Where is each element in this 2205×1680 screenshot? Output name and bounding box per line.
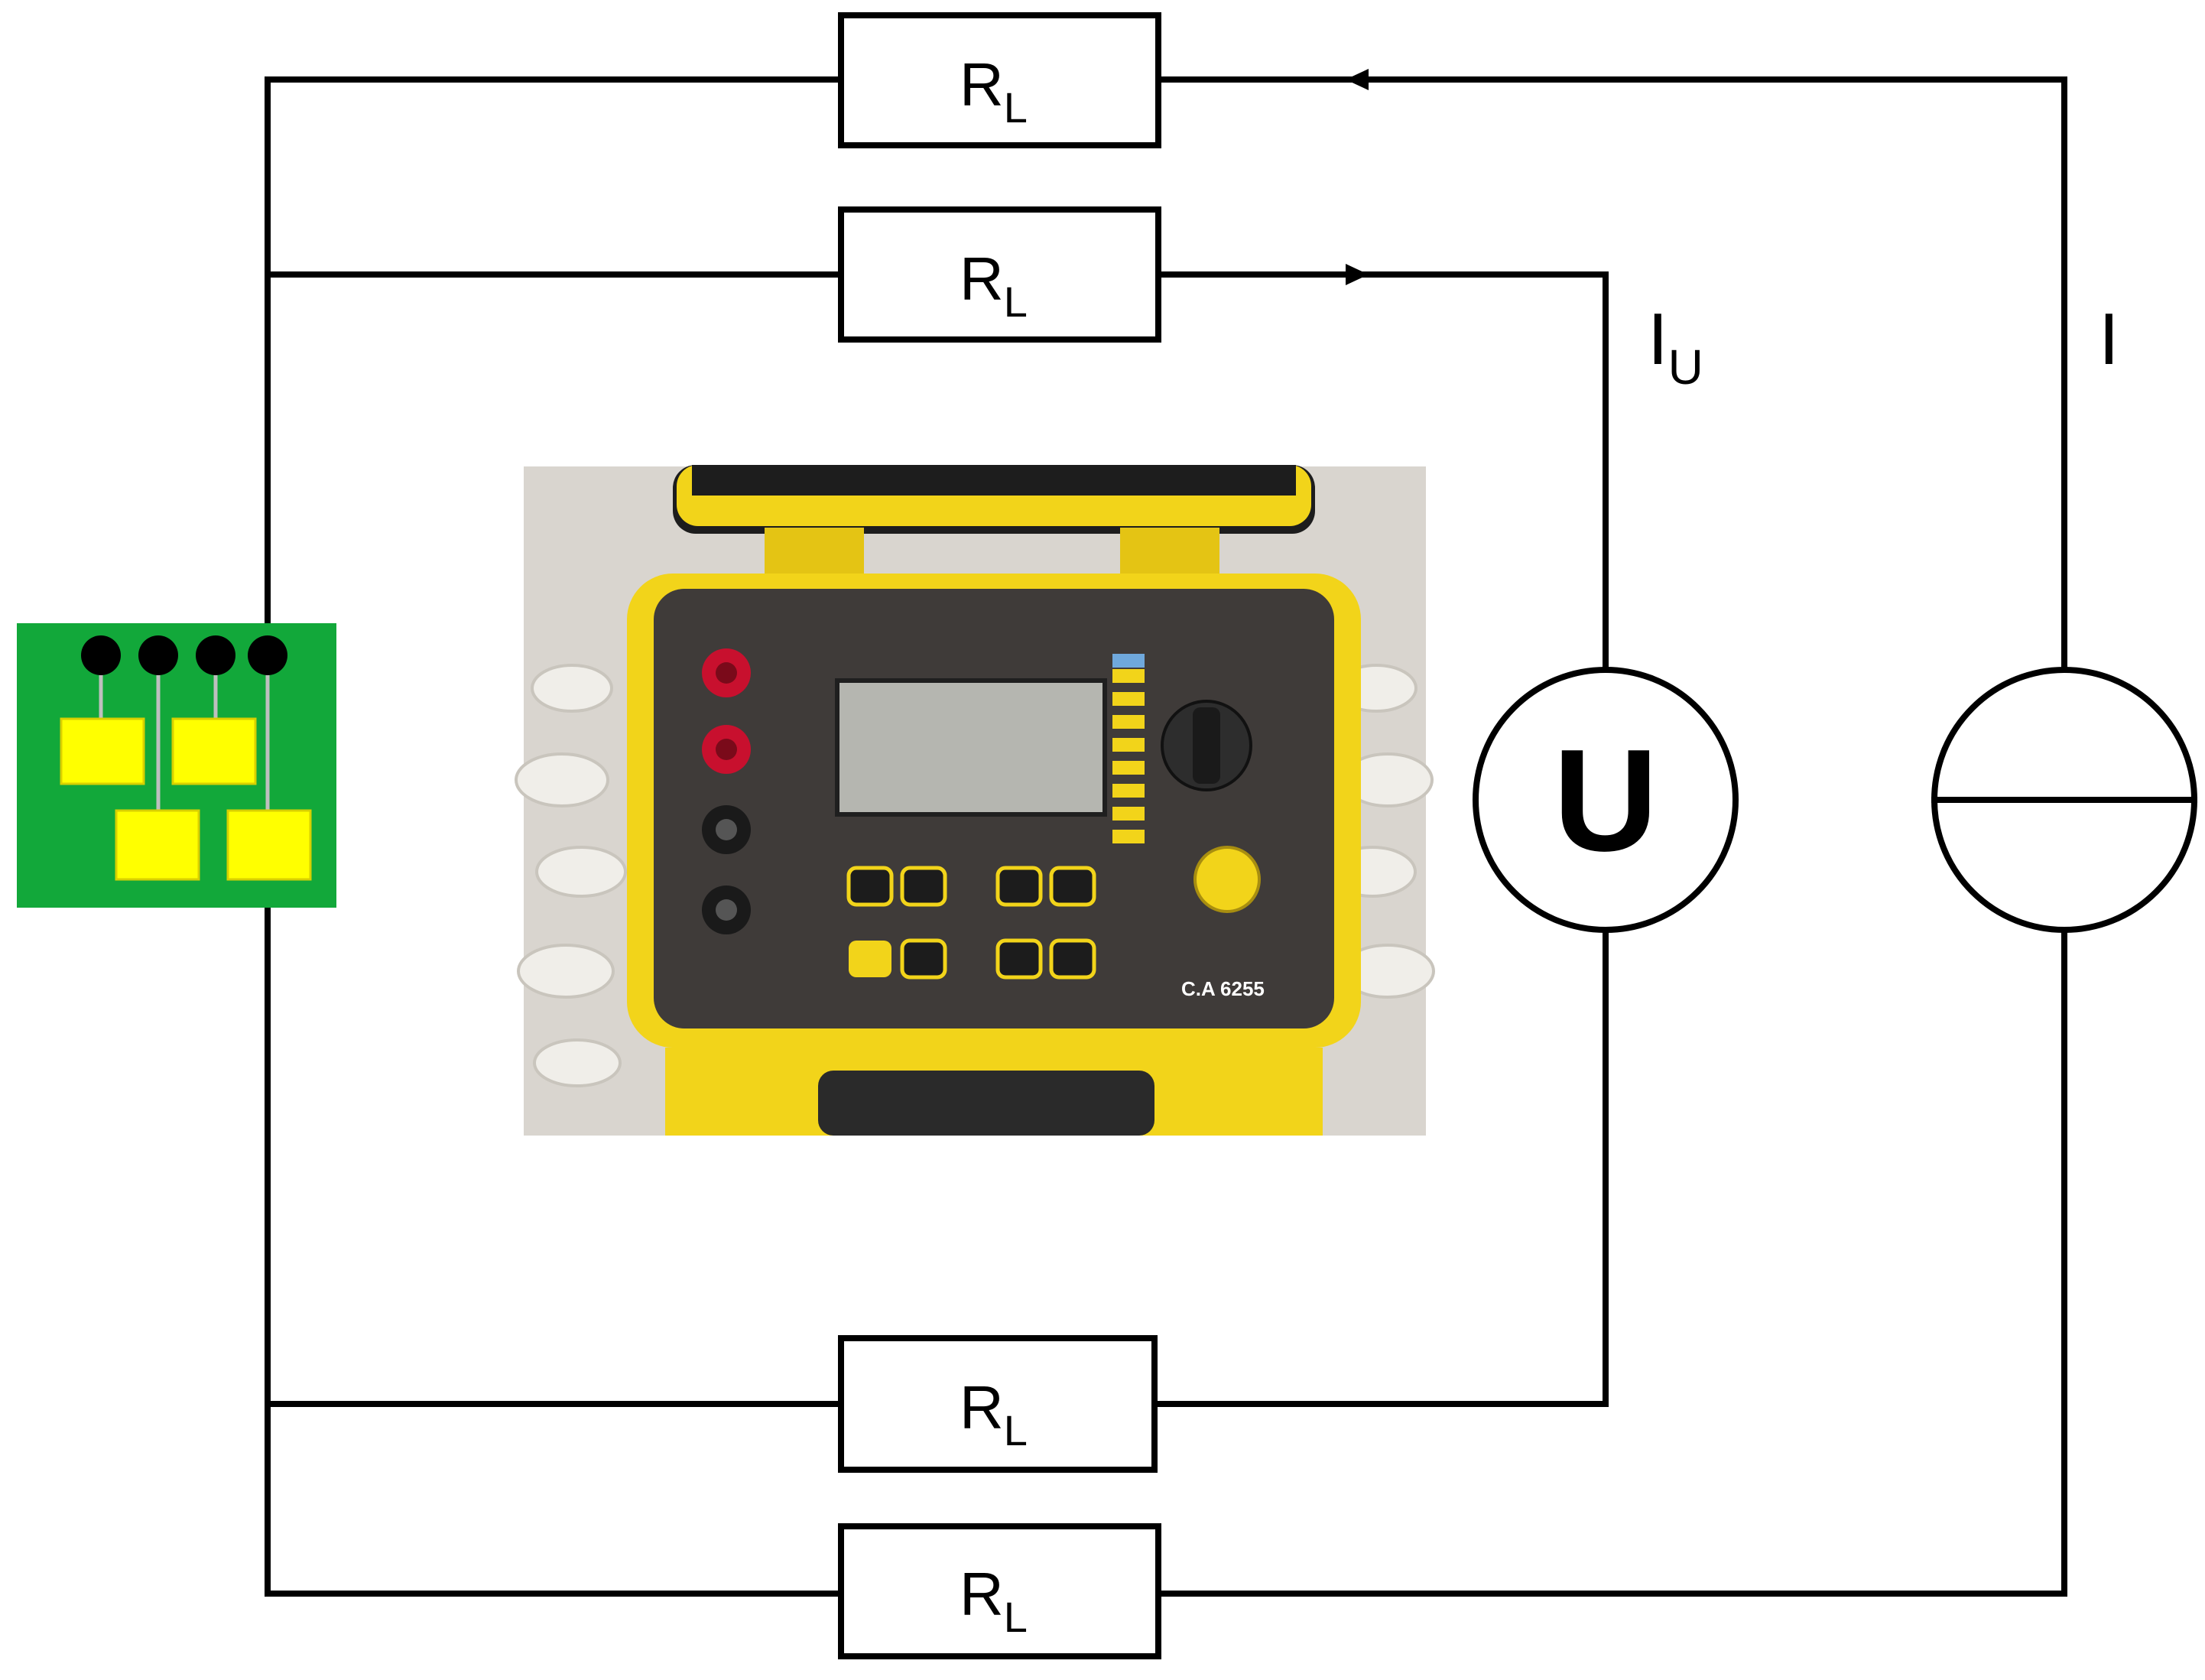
current-label-i: I: [2099, 298, 2119, 380]
svg-text:RL: RL: [960, 50, 1028, 132]
current-arrow-outer: [1346, 69, 1369, 90]
resistor-label: R: [960, 1560, 1004, 1628]
resistor-subscript: L: [1004, 83, 1028, 132]
resistor-subscript: L: [1004, 1406, 1028, 1454]
wire-top-outer: [265, 76, 844, 630]
voltmeter-symbol: U: [1473, 667, 1739, 933]
resistor-top-outer: RL: [838, 12, 1161, 148]
instrument-model-label: C.A 6255: [1181, 977, 1265, 1000]
pcb-pad: [226, 809, 312, 881]
resistor-label: R: [960, 245, 1004, 313]
wire-bottom-inner-right: [1151, 928, 1609, 1407]
pcb-board: [17, 623, 336, 908]
pcb-pad: [60, 717, 145, 785]
current-source-symbol: [1931, 667, 2197, 933]
wire-bottom-outer-right: [1155, 928, 2067, 1597]
terminal-posts: [702, 648, 751, 934]
pcb-contact-dot: [196, 635, 235, 675]
voltmeter-letter: U: [1553, 720, 1658, 882]
resistor-bottom-inner: RL: [838, 1335, 1158, 1473]
current-label-iu: IU: [1648, 298, 1703, 395]
lcd-screen: [835, 678, 1107, 817]
wire-bottom-inner: [265, 861, 844, 1597]
svg-text:RL: RL: [960, 1560, 1028, 1641]
pcb-pad: [115, 809, 200, 881]
current-arrow-inner: [1346, 264, 1369, 285]
keypad: [846, 866, 1096, 980]
start-button-photo: [1193, 846, 1261, 913]
instrument-photo: C.A 6255: [515, 465, 1435, 1136]
svg-text:RL: RL: [960, 245, 1028, 326]
resistor-bottom-outer: RL: [838, 1523, 1161, 1659]
wire-top-outer-right: [1155, 76, 2067, 670]
resistor-subscript: L: [1004, 278, 1028, 326]
function-indicators: [1112, 669, 1145, 843]
wire-top-inner-right: [1155, 271, 1609, 670]
resistor-label: R: [960, 50, 1004, 119]
svg-text:RL: RL: [960, 1373, 1028, 1454]
resistor-label: R: [960, 1373, 1004, 1441]
pcb-contact-dot: [138, 635, 178, 675]
circuit-wires: [265, 69, 2067, 1597]
resistor-top-inner: RL: [838, 206, 1161, 343]
pcb-contact-dot: [81, 635, 121, 675]
pcb-pad: [171, 717, 257, 785]
pcb-contact-dot: [248, 635, 287, 675]
resistor-subscript: L: [1004, 1593, 1028, 1641]
